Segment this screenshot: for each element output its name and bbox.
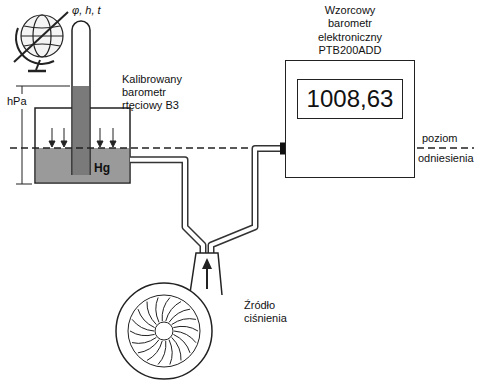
display: 1008,63	[297, 79, 403, 119]
pump-symbol	[112, 245, 225, 383]
reference-level-label: poziom	[422, 132, 457, 145]
pipe	[130, 160, 203, 255]
pressure-source: Źródło ciśnienia	[112, 245, 225, 383]
impeller-hub	[155, 322, 173, 340]
flow-arrowhead	[202, 258, 212, 269]
glass-tube	[72, 21, 90, 175]
device-label: Wzorcowy barometr elektroniczny PTB200AD…	[302, 4, 398, 57]
electronic-barometer: Wzorcowy barometr elektroniczny PTB200AD…	[285, 60, 415, 178]
pipe-bore	[130, 160, 203, 255]
pipe	[211, 149, 285, 256]
mercury-column	[73, 86, 89, 175]
mercury-barometer: Kalibrowany barometr rtęciowy B3Hg	[35, 108, 130, 183]
globe-icon	[14, 12, 68, 71]
pressure-arrows	[49, 128, 116, 147]
pump-housing	[116, 283, 212, 379]
impeller-ring	[128, 295, 200, 367]
pipe-wall	[211, 149, 285, 256]
substance-label: Hg	[94, 161, 110, 175]
pipe-bore	[211, 149, 285, 256]
display-value: 1008,63	[298, 80, 402, 118]
flow-arrow	[206, 267, 208, 289]
impeller-blades	[130, 298, 198, 365]
device-label: Źródło ciśnienia	[244, 299, 314, 325]
parameters-label: φ, h, t	[72, 4, 101, 17]
pipe-wall	[130, 160, 203, 255]
unit-label: hPa	[6, 94, 28, 109]
reference-level-label: odniesienia	[418, 152, 474, 165]
pump-outlet	[190, 253, 222, 295]
device-label: Kalibrowany barometr rtęciowy B3	[122, 73, 204, 113]
